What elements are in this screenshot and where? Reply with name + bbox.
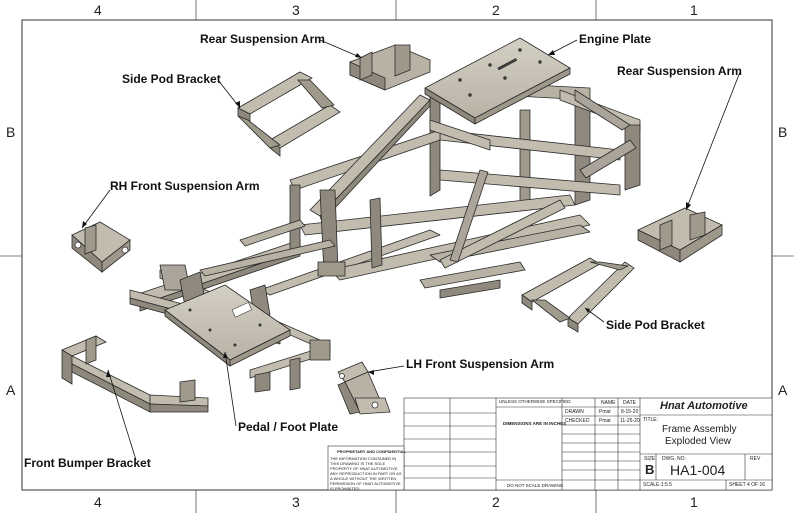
callout-front-bumper-bracket: Front Bumper Bracket [24, 456, 151, 470]
title-block [327, 397, 773, 491]
tb-col-date: DATE [623, 400, 636, 406]
tb-do-not-scale: DO NOT SCALE DRAWING [507, 483, 564, 488]
tb-proprietary-text: THE INFORMATION CONTAINED IN THIS DRAWIN… [330, 456, 402, 491]
rear-suspension-arm-right-part [637, 207, 723, 263]
tb-drawn-label: DRAWN [565, 409, 584, 415]
tb-drawn-name: Pmat [599, 409, 611, 415]
zone-col-bottom-2: 3 [292, 494, 300, 510]
callout-rh-front-suspension-arm: RH Front Suspension Arm [110, 179, 260, 193]
tb-dwg-no-label: DWG. NO. [662, 456, 686, 462]
tb-proprietary-title: PROPRIETARY AND CONFIDENTIAL [337, 449, 406, 454]
tb-size-label: SIZE [644, 456, 656, 462]
tb-col-name: NAME [601, 400, 616, 406]
callout-rear-suspension-arm-right: Rear Suspension Arm [617, 64, 742, 78]
tb-checked-label: CHECKED [565, 418, 590, 424]
callout-rear-suspension-arm-left: Rear Suspension Arm [200, 32, 325, 46]
lh-front-suspension-arm-part [337, 361, 391, 415]
tb-rev-label: REV [750, 456, 761, 462]
tb-dimensions-note: DIMENSIONS ARE IN INCHES [503, 421, 567, 426]
front-bumper-bracket-part [61, 335, 209, 413]
zone-col-top-2: 3 [292, 2, 300, 18]
tb-title-line2: Exploded View [665, 436, 731, 447]
callout-lh-front-suspension-arm: LH Front Suspension Arm [406, 357, 555, 371]
tb-drawn-date: 8-15-20 [621, 409, 639, 415]
tb-company: Hnat Automotive [660, 400, 748, 412]
tb-size: B [645, 462, 655, 477]
rh-front-suspension-arm-part [71, 221, 131, 273]
zone-col-top-1: 4 [94, 2, 102, 18]
zone-col-top-4: 1 [690, 2, 698, 18]
zone-col-bottom-3: 2 [492, 494, 500, 510]
zone-row-left-a: A [6, 382, 16, 398]
zone-row-left-b: B [6, 124, 16, 140]
zone-row-right-b: B [778, 124, 788, 140]
tb-checked-date: 11-25-20 [620, 418, 640, 424]
zone-row-right-a: A [778, 382, 788, 398]
tb-title-label: TITLE: [643, 417, 659, 423]
zone-col-bottom-4: 1 [690, 494, 698, 510]
callout-side-pod-bracket-right: Side Pod Bracket [606, 318, 705, 332]
callout-pedal-foot-plate: Pedal / Foot Plate [238, 420, 339, 434]
zone-col-bottom-1: 4 [94, 494, 102, 510]
tb-title-line1: Frame Assembly [662, 424, 737, 435]
frame-assembly [129, 37, 641, 393]
rear-suspension-arm-left-part [349, 44, 431, 91]
tb-dwg-no: HA1-004 [670, 462, 726, 478]
tb-sheet: SHEET 4 OF 16 [729, 482, 766, 488]
side-pod-bracket-right-part [521, 257, 635, 333]
tb-scale: SCALE:1:5.5 [643, 482, 672, 488]
side-pod-bracket-top-part [237, 71, 341, 157]
callout-side-pod-bracket-top: Side Pod Bracket [122, 72, 221, 86]
zone-col-top-3: 2 [492, 2, 500, 18]
callout-engine-plate: Engine Plate [579, 32, 652, 46]
tb-checked-name: Pmat [599, 418, 611, 424]
tb-unless-specified: UNLESS OTHERWISE SPECIFIED: [499, 399, 572, 404]
